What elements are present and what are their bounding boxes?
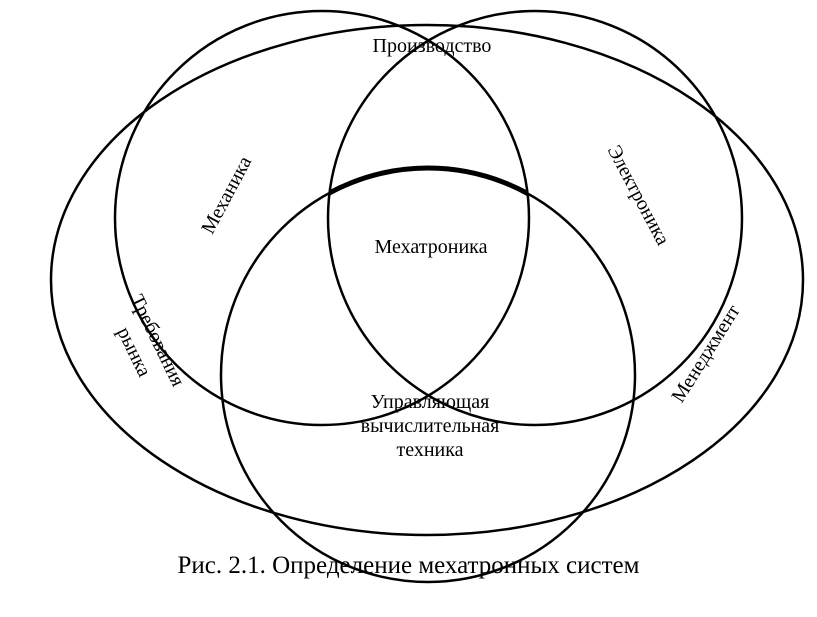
outer-ellipse-production: [49, 23, 805, 537]
label-electronics: Электроника: [603, 141, 674, 249]
circle-mechanics: [113, 9, 531, 427]
circle-electronics: [326, 9, 744, 427]
label-management: Менеджмент: [667, 301, 744, 407]
label-market-requirements: Требования рынка: [113, 291, 189, 390]
label-mechanics: Механика: [197, 153, 256, 238]
intersection-outline-bottom: [328, 165, 529, 425]
label-control-computing-line2: вычислительная: [361, 415, 500, 437]
label-control-computing-line3: техника: [396, 439, 463, 461]
label-production: Производство: [373, 35, 492, 57]
circle-control-computing: [219, 166, 637, 584]
label-control-computing-line1: Управляющая: [371, 391, 490, 413]
figure-caption: Рис. 2.1. Определение мехатронных систем: [177, 552, 640, 579]
label-mechatronics: Мехатроника: [375, 236, 488, 258]
